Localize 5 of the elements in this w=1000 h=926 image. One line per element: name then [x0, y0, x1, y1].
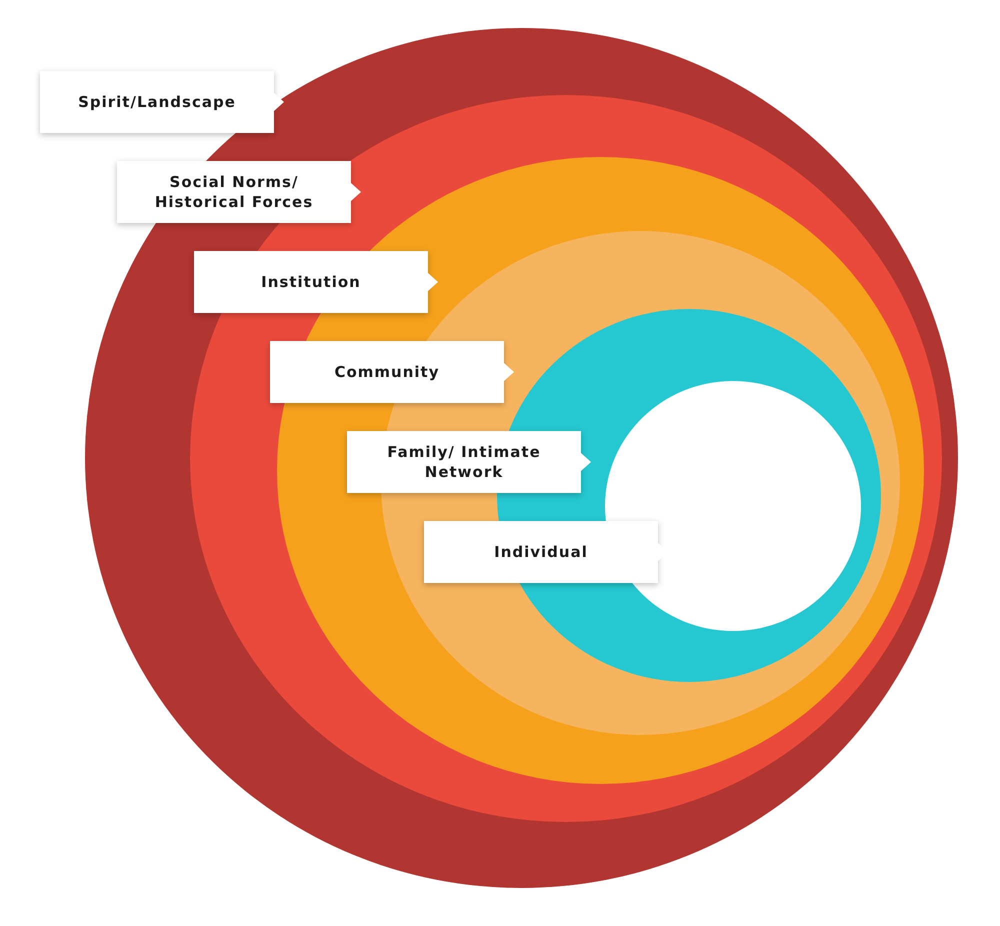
callout-label: Institution [194, 251, 438, 313]
callout-label: Family/ Intimate Network [347, 431, 591, 493]
callout-label: Community [270, 341, 514, 403]
callout-label: Spirit/Landscape [40, 71, 284, 133]
callout-label: Social Norms/ Historical Forces [117, 161, 361, 223]
